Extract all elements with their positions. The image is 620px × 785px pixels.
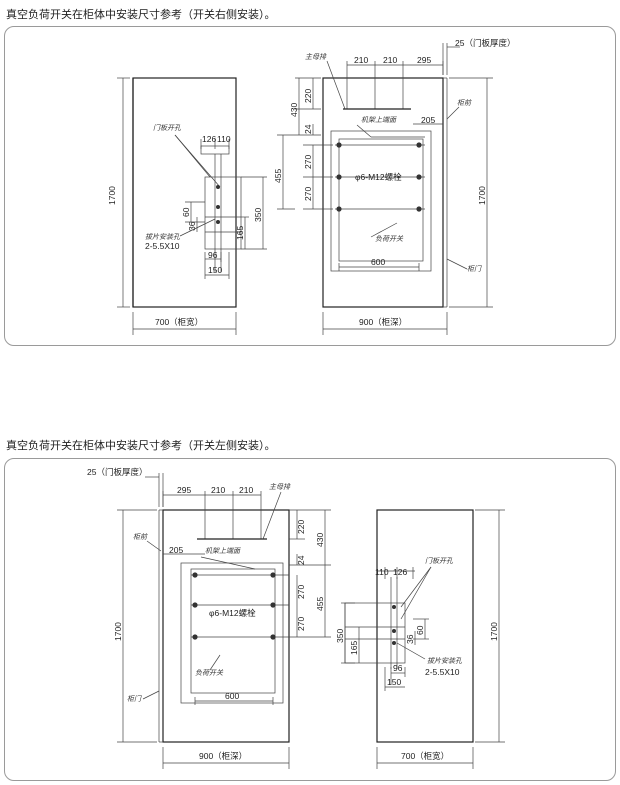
s1-dim-455: 455 <box>273 169 283 183</box>
s1-height-right: 1700 <box>477 186 487 205</box>
s2-dim-455: 455 <box>315 597 325 611</box>
s2-height-right: 1700 <box>489 622 499 641</box>
s2-door-label: 柜门 <box>127 695 142 703</box>
s2-bolts-label: φ6-M12螺栓 <box>209 608 256 618</box>
s2-dim-150: 150 <box>387 677 401 687</box>
s1-dim-110: 110 <box>217 134 231 144</box>
section2-title: 真空负荷开关在柜体中安装尺寸参考（开关左侧安装）。 <box>6 439 276 452</box>
s1-busbar-label: 主母排 <box>305 53 327 61</box>
s1-cabinet-depth: 900（柜深） <box>359 317 407 327</box>
s1-dim-126: 126 <box>202 134 216 144</box>
s2-hole-spec: 2-5.5X10 <box>425 667 460 677</box>
s2-height-left: 1700 <box>113 622 123 641</box>
s2-frame-face-label: 机架上端面 <box>205 547 241 555</box>
s2-dim-165: 165 <box>349 641 359 655</box>
s2-dim-220: 220 <box>296 520 306 534</box>
s1-dim-165: 165 <box>235 226 245 240</box>
s2-dim-24: 24 <box>296 555 306 565</box>
s1-door-thickness: 25（门板厚度） <box>455 38 515 48</box>
s2-cabinet-depth: 900（柜深） <box>199 751 247 761</box>
s1-frame-face-label: 机架上端面 <box>361 116 397 124</box>
s1-dim-430: 430 <box>289 103 299 117</box>
s1-dim-60: 60 <box>181 207 191 217</box>
s2-cabinet-front <box>376 509 474 743</box>
s1-load-switch-label: 负荷开关 <box>375 235 404 243</box>
s2-dim-210b: 210 <box>239 485 253 495</box>
s1-side-panel-label: 柜前 <box>457 99 472 107</box>
s2-dim-210a: 210 <box>211 485 225 495</box>
s2-dim-295: 295 <box>177 485 191 495</box>
s2-dim-430: 430 <box>315 533 325 547</box>
s2-dim-60: 60 <box>415 625 425 635</box>
s2-door-switch-label: 门板开孔 <box>425 557 454 565</box>
s1-height-left: 1700 <box>107 186 117 205</box>
s1-dim-210b: 210 <box>383 55 397 65</box>
section1-panel: 1700 700（柜宽） 126 110 门板开孔 350 165 60 36 … <box>4 26 616 346</box>
s2-dim-126: 126 <box>393 567 407 577</box>
s1-dim-270a: 270 <box>303 155 313 169</box>
s1-dim-350: 350 <box>253 208 263 222</box>
s1-cabinet-width: 700（柜宽） <box>155 317 203 327</box>
s2-dim-110: 110 <box>375 567 389 577</box>
s1-bolts-label: φ6-M12螺栓 <box>355 172 402 182</box>
s2-load-switch-label: 负荷开关 <box>195 669 224 677</box>
s2-cabinet-width: 700（柜宽） <box>401 751 449 761</box>
s1-dim-210a: 210 <box>354 55 368 65</box>
s1-dim-600: 600 <box>371 257 385 267</box>
s1-door-label: 柜门 <box>467 265 482 273</box>
s1-dim-270b: 270 <box>303 187 313 201</box>
s2-dim-205: 205 <box>169 545 183 555</box>
s2-dim-96: 96 <box>393 663 403 673</box>
s2-dim-270a: 270 <box>296 585 306 599</box>
s1-cabinet-side <box>322 77 444 308</box>
s2-dim-270b: 270 <box>296 617 306 631</box>
s1-dim-205: 205 <box>421 115 435 125</box>
section2-panel: 25（门板厚度） 295 210 210 主母排 220 430 24 机架上端… <box>4 458 616 781</box>
s2-side-panel-label: 柜前 <box>133 533 148 541</box>
s2-dim-600: 600 <box>225 691 239 701</box>
s1-door-switch-label: 门板开孔 <box>153 124 182 132</box>
s1-dim-220: 220 <box>303 89 313 103</box>
s1-dim-295: 295 <box>417 55 431 65</box>
section1-title: 真空负荷开关在柜体中安装尺寸参考（开关右侧安装）。 <box>6 8 276 21</box>
s2-door-thickness: 25（门板厚度） <box>87 467 147 477</box>
s1-dim-36: 36 <box>187 221 197 231</box>
s2-cabinet-side <box>162 509 290 743</box>
s1-dim-96: 96 <box>208 250 218 260</box>
s1-dim-24: 24 <box>303 124 313 134</box>
s1-mount-holes-label: 拔片安装孔 <box>145 233 181 241</box>
section2-diagram: 25（门板厚度） 295 210 210 主母排 220 430 24 机架上端… <box>87 467 505 769</box>
s1-hole-spec: 2-5.5X10 <box>145 241 180 251</box>
s2-dim-36: 36 <box>405 634 415 644</box>
s2-mount-holes-label: 拔片安装孔 <box>427 657 463 665</box>
section1-diagram: 1700 700（柜宽） 126 110 门板开孔 350 165 60 36 … <box>107 38 515 335</box>
s1-dim-150: 150 <box>208 265 222 275</box>
s2-dim-350: 350 <box>335 629 345 643</box>
s2-busbar-label: 主母排 <box>269 483 291 491</box>
